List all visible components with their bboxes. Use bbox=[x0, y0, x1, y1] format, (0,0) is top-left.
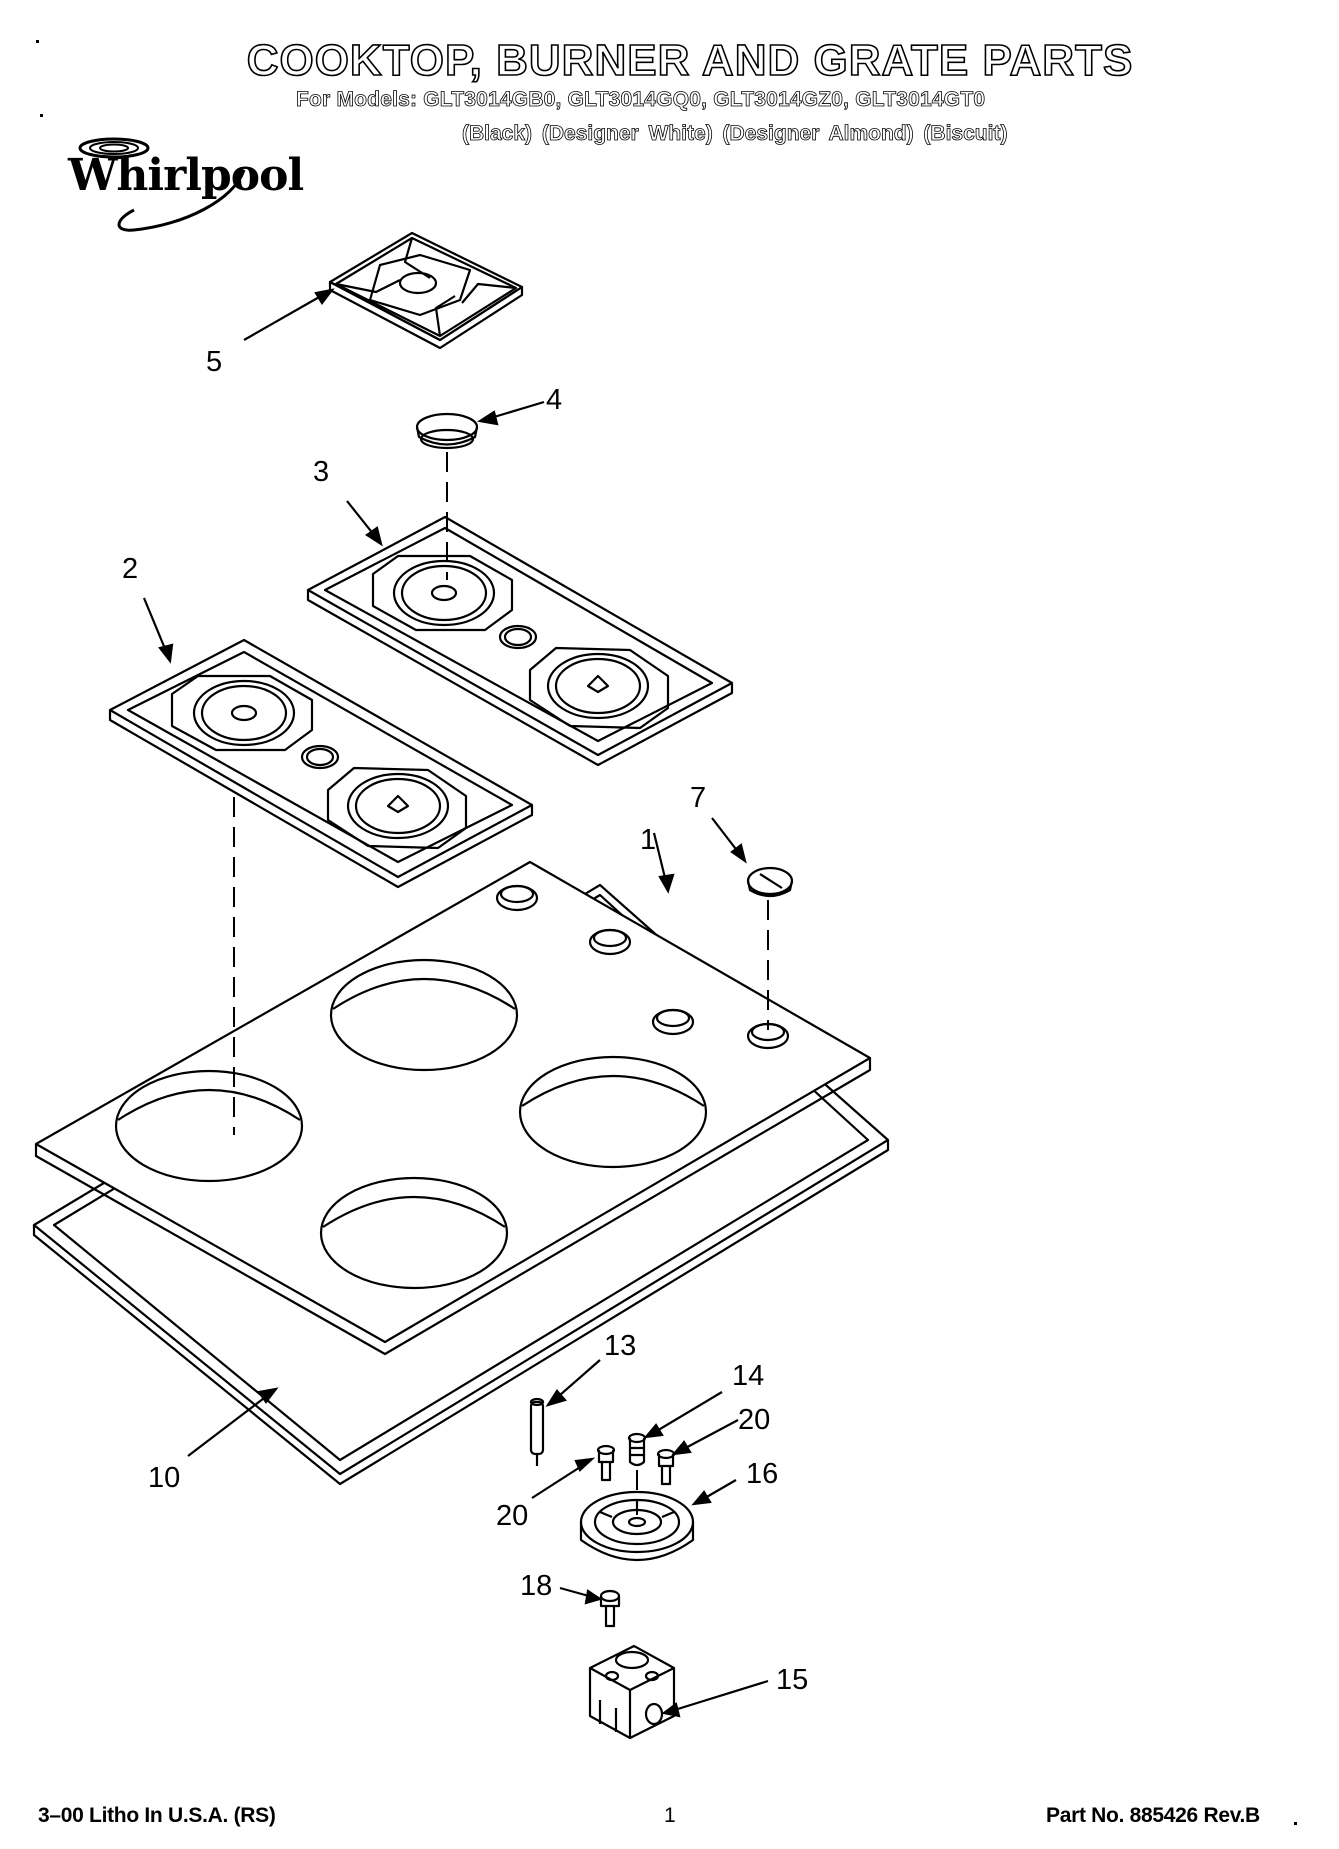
part-grate bbox=[328, 231, 524, 350]
part-burner-cap bbox=[415, 412, 479, 450]
footer-page-number: 1 bbox=[664, 1804, 676, 1827]
callout-20-right: 20 bbox=[738, 1404, 771, 1436]
callout-18: 18 bbox=[520, 1570, 553, 1602]
footer-litho: 3–00 Litho In U.S.A. (RS) bbox=[38, 1804, 276, 1827]
whirlpool-swirl-icon bbox=[78, 137, 246, 232]
part-knob bbox=[746, 866, 794, 898]
callout-2: 2 bbox=[122, 553, 139, 585]
part-valve-bracket bbox=[588, 1644, 676, 1740]
callout-1: 1 bbox=[640, 824, 657, 856]
callout-7: 7 bbox=[690, 782, 707, 814]
margin-dot-top bbox=[36, 40, 39, 43]
callout-20-left: 20 bbox=[496, 1500, 529, 1532]
leader-10 bbox=[187, 1391, 273, 1457]
model-list: For Models: GLT3014GB0, GLT3014GQ0, GLT3… bbox=[296, 88, 986, 112]
callout-4: 4 bbox=[546, 384, 563, 416]
margin-dot-bottom bbox=[1294, 1822, 1297, 1825]
leader-5 bbox=[243, 291, 329, 341]
callout-5: 5 bbox=[206, 346, 223, 378]
callout-3: 3 bbox=[313, 456, 330, 488]
part-screw-left bbox=[596, 1444, 616, 1482]
callout-13: 13 bbox=[604, 1330, 637, 1362]
part-electrode bbox=[529, 1397, 545, 1466]
color-list: (Black) (Designer White) (Designer Almon… bbox=[462, 122, 1008, 146]
part-burner-panel-front bbox=[108, 638, 534, 889]
callout-10: 10 bbox=[148, 1462, 181, 1494]
leader-14 bbox=[649, 1391, 723, 1436]
callout-16: 16 bbox=[746, 1458, 779, 1490]
callout-15: 15 bbox=[776, 1664, 809, 1696]
page-title: COOKTOP, BURNER AND GRATE PARTS bbox=[246, 35, 1134, 86]
whirlpool-logo: Whirlpool bbox=[68, 150, 304, 201]
part-screw-18 bbox=[599, 1589, 621, 1628]
part-cooktop-main bbox=[34, 860, 872, 1356]
footer-part-number: Part No. 885426 Rev.B bbox=[1046, 1804, 1260, 1827]
leader-15 bbox=[667, 1679, 769, 1714]
margin-dot-mid bbox=[40, 114, 43, 117]
part-orifice bbox=[627, 1432, 647, 1467]
part-screw-right bbox=[656, 1448, 676, 1486]
callout-14: 14 bbox=[732, 1360, 765, 1392]
part-burner-panel-rear bbox=[306, 515, 734, 767]
